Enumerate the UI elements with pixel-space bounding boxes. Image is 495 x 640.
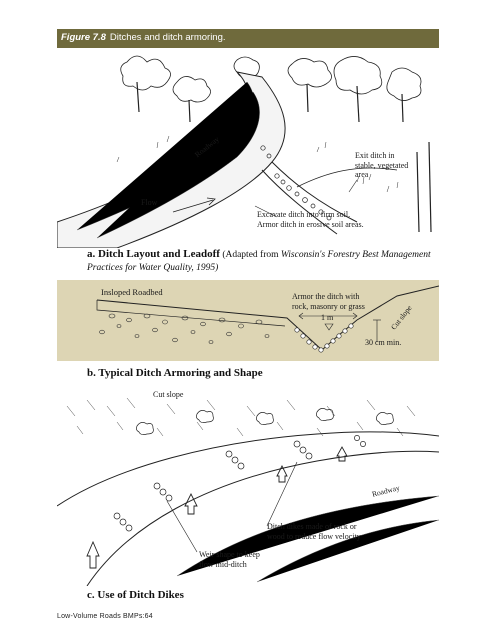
ditch-dikes-label: Ditch dikes made of rock or wood to redu… xyxy=(267,522,361,541)
caption-c: c. Use of Ditch Dikes xyxy=(87,589,184,601)
cut-slope-c-label: Cut slope xyxy=(153,390,184,399)
weir-line-1: Weir shape to keep xyxy=(199,550,260,559)
ditch-dikes-line-2: wood to reduce flow velocity xyxy=(267,531,361,541)
exit-ditch-line-2: stable, vegetated xyxy=(355,160,409,170)
exit-ditch-line-1: Exit ditch in xyxy=(355,151,395,160)
figure-title: Ditches and ditch armoring. xyxy=(109,32,226,43)
caption-b: b. Typical Ditch Armoring and Shape xyxy=(87,367,263,379)
excavate-label: Excavate ditch into firm soil. Armor dit… xyxy=(257,210,364,229)
caption-a-source: Wisconsin's Forestry Best Management Pra… xyxy=(87,250,431,273)
exit-ditch-label: Exit ditch in stable, vegetated area xyxy=(355,151,408,180)
depth-label: 1 m xyxy=(321,313,334,322)
insloped-roadbed-label: Insloped Roadbed xyxy=(101,287,163,297)
panel-b-background xyxy=(57,280,439,361)
weir-label: Weir shape to keep flow mid-ditch xyxy=(199,550,260,569)
ditch-dikes-line-1: Ditch dikes made of rock or xyxy=(267,522,357,531)
min-depth-label: 30 cm min. xyxy=(365,338,402,347)
ditch-layout-drawing xyxy=(57,55,432,248)
excavate-line-1: Excavate ditch into firm soil. xyxy=(257,210,351,219)
panel-a-illustration: Roadway Exit ditch in stable, vegetated … xyxy=(57,52,439,248)
panel-b-illustration: Insloped Roadbed Armor the ditch with ro… xyxy=(57,280,439,361)
caption-a-adapted: (Adapted from xyxy=(222,250,279,260)
excavate-line-2: Armor ditch in erosive soil areas. xyxy=(257,219,364,229)
armor-line-2: rock, masonry or grass xyxy=(292,301,365,311)
flow-label: Flow xyxy=(141,198,158,207)
ditch-cross-section-drawing xyxy=(96,285,439,353)
armor-label: Armor the ditch with rock, masonry or gr… xyxy=(292,292,365,311)
exit-ditch-line-3: area xyxy=(355,170,369,179)
ditch-dikes-drawing xyxy=(57,397,439,586)
caption-a: a. Ditch Layout and Leadoff (Adapted fro… xyxy=(87,248,447,275)
caption-a-title: a. Ditch Layout and Leadoff xyxy=(87,248,220,260)
armor-line-1: Armor the ditch with xyxy=(292,292,360,301)
weir-line-2: flow mid-ditch xyxy=(199,559,247,569)
panel-c-illustration: Cut slope Roadway Ditch dikes made of ro… xyxy=(57,386,439,586)
figure-number: Figure 7.8 xyxy=(61,32,106,43)
page-footer: Low-Volume Roads BMPs:64 xyxy=(57,613,153,620)
